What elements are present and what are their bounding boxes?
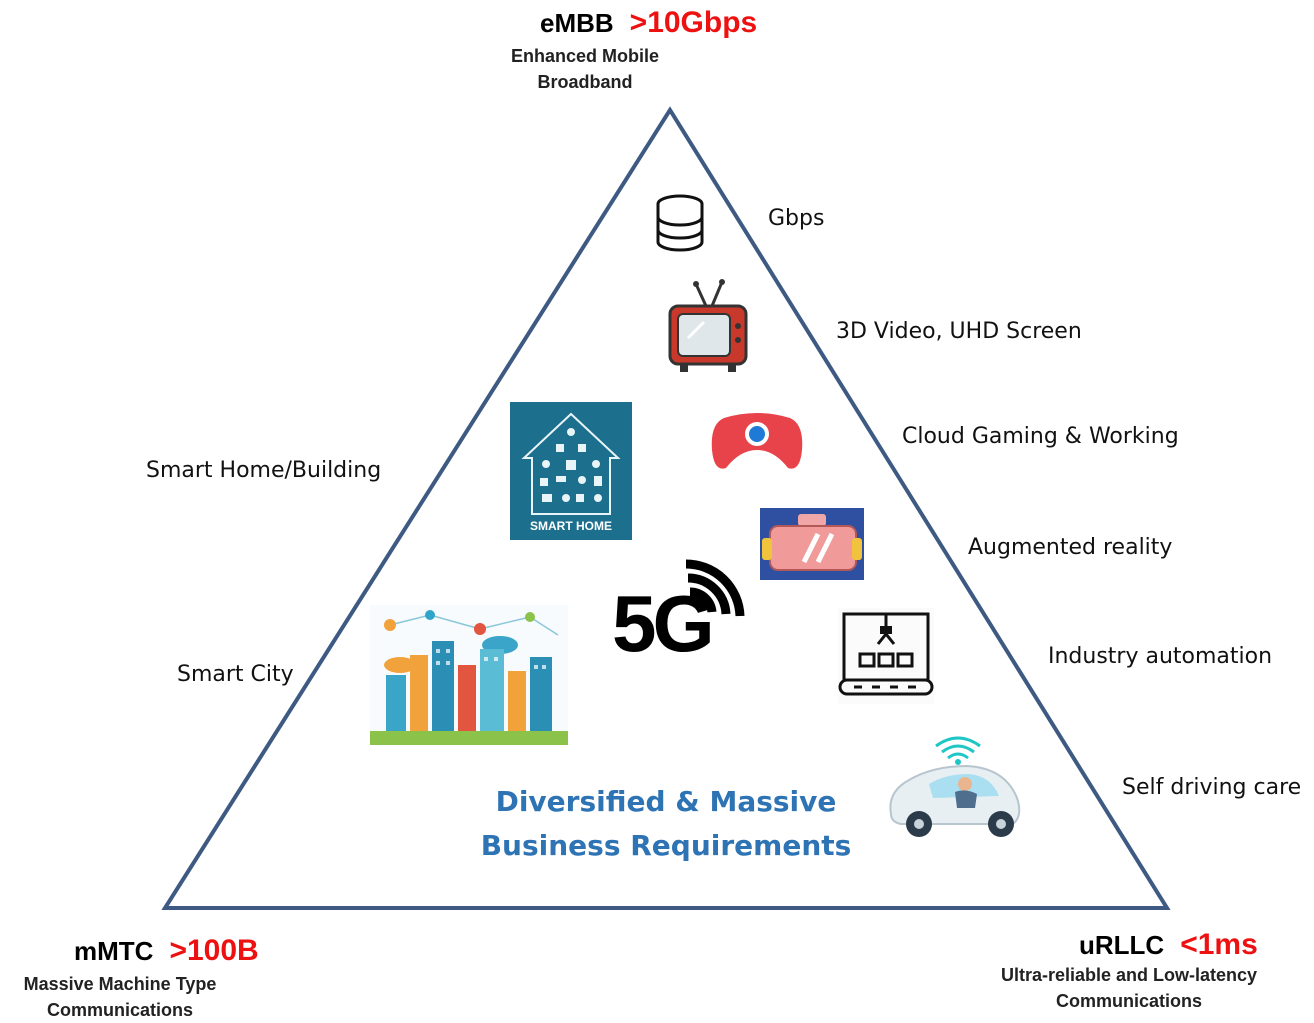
gamepad-icon [711,413,803,469]
label-self-driving: Self driving care [1122,775,1302,800]
label-smart-home: Smart Home/Building [146,458,382,483]
mmtc-subtitle: Massive Machine Type Communications [0,971,240,1023]
database-icon [656,194,704,252]
vr-headset-icon [760,508,864,580]
5g-logo: 5G [612,579,715,668]
mmtc-title: mMTC >100B [74,934,259,968]
label-smart-city: Smart City [177,662,294,687]
embb-name: eMBB [540,8,614,38]
smart-city-icon [370,605,568,745]
urllc-sub-line2: Communications [1055,991,1202,1011]
mmtc-sub-line2: Communications [46,1000,193,1020]
urllc-sub-line1: Ultra-reliable and Low-latency [1000,965,1258,985]
label-industry-automation: Industry automation [1048,644,1273,669]
urllc-metric: <1ms [1180,928,1258,961]
center-line1: Diversified & Massive [495,785,837,818]
factory-robot-icon [838,608,934,704]
label-gbps: Gbps [768,206,825,231]
label-3d-video: 3D Video, UHD Screen [836,319,1082,344]
center-caption: Diversified & Massive Business Requireme… [456,780,876,868]
center-line2: Business Requirements [480,829,852,862]
mmtc-name: mMTC [74,936,154,966]
embb-sub-line1: Enhanced Mobile [510,46,660,66]
tv-icon [668,279,748,372]
smart-home-caption: SMART HOME [530,519,612,533]
urllc-name: uRLLC [1079,930,1165,960]
self-driving-car-icon [889,736,1021,837]
urllc-title: uRLLC <1ms [1079,928,1258,962]
triangle-outline [161,106,1171,910]
embb-sub-line2: Broadband [537,72,633,92]
mmtc-sub-line1: Massive Machine Type [23,974,217,994]
label-augmented-reality: Augmented reality [968,535,1173,560]
embb-subtitle: Enhanced Mobile Broadband [470,43,700,95]
mmtc-metric: >100B [169,934,259,967]
embb-title: eMBB >10Gbps [540,6,757,40]
smart-home-icon [510,402,632,540]
label-cloud-gaming: Cloud Gaming & Working [902,424,1179,449]
urllc-subtitle: Ultra-reliable and Low-latency Communica… [970,962,1288,1014]
embb-metric: >10Gbps [629,6,758,39]
